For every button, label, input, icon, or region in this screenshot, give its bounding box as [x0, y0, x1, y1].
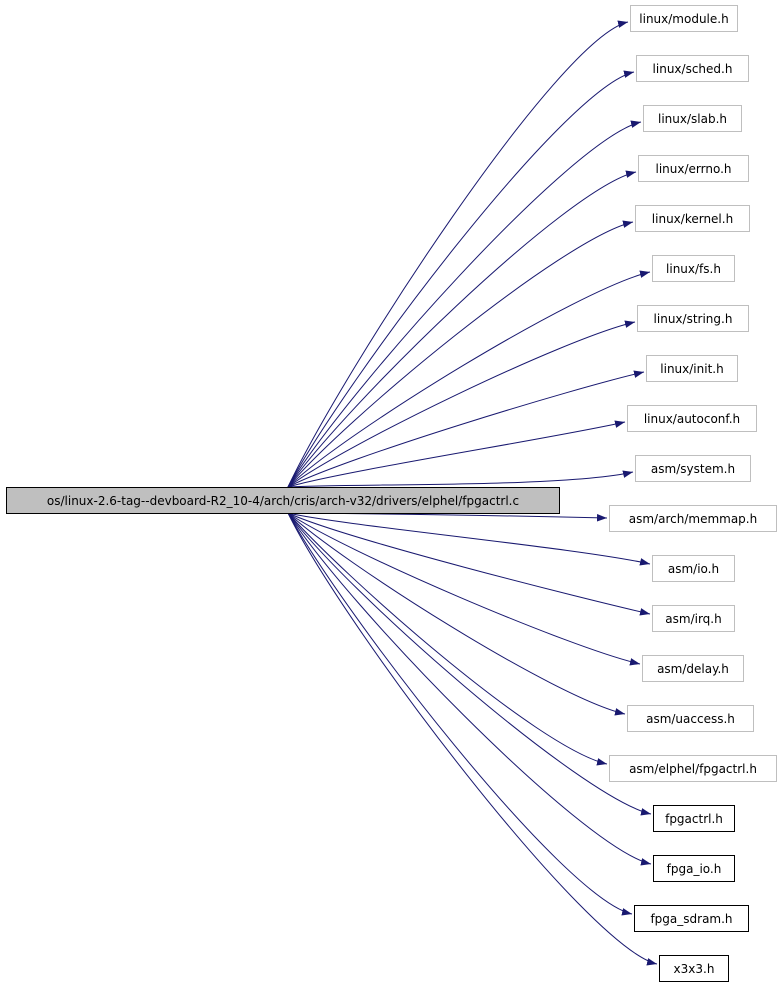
include-edge-fpga-io-h — [287, 512, 652, 866]
include-node-label: linux/slab.h — [658, 112, 727, 126]
include-edge-linux-autoconf-h — [287, 420, 626, 488]
include-node-asm-elphel-fpgactrl-h[interactable]: asm/elphel/fpgactrl.h — [609, 755, 777, 782]
include-node-label: linux/kernel.h — [652, 212, 733, 226]
source-file-label: os/linux-2.6-tag--devboard-R2_10-4/arch/… — [47, 494, 519, 508]
include-node-asm-io-h[interactable]: asm/io.h — [652, 555, 735, 582]
include-edge-linux-sched-h — [287, 70, 635, 488]
include-edge-linux-errno-h — [287, 170, 637, 488]
include-edge-fpga-sdram-h — [287, 512, 633, 916]
include-node-label: fpgactrl.h — [665, 812, 723, 826]
include-edge-linux-kernel-h — [287, 220, 634, 488]
include-node-box — [646, 355, 738, 382]
include-node-box — [630, 5, 738, 32]
include-node-linux-sched-h[interactable]: linux/sched.h — [636, 55, 749, 82]
include-edge-asm-delay-h — [287, 512, 641, 666]
include-node-asm-arch-memmap-h[interactable]: asm/arch/memmap.h — [609, 505, 777, 532]
include-node-box — [634, 905, 749, 932]
include-node-linux-fs-h[interactable]: linux/fs.h — [652, 255, 735, 282]
include-node-box — [659, 955, 729, 982]
include-node-label: x3x3.h — [674, 962, 715, 976]
include-node-label: asm/delay.h — [657, 662, 729, 676]
include-node-linux-errno-h[interactable]: linux/errno.h — [638, 155, 749, 182]
include-node-box — [609, 505, 777, 532]
include-node-box — [627, 705, 754, 732]
include-node-box — [638, 155, 749, 182]
include-node-label: fpga_sdram.h — [650, 912, 732, 926]
include-node-asm-irq-h[interactable]: asm/irq.h — [652, 605, 735, 632]
include-node-fpgactrl-h[interactable]: fpgactrl.h — [653, 805, 735, 832]
include-node-box — [653, 855, 735, 882]
include-node-box — [609, 755, 777, 782]
include-node-linux-string-h[interactable]: linux/string.h — [637, 305, 749, 332]
include-node-asm-delay-h[interactable]: asm/delay.h — [642, 655, 744, 682]
include-node-label: linux/string.h — [654, 312, 733, 326]
include-edge-linux-string-h — [287, 320, 636, 488]
include-node-linux-module-h[interactable]: linux/module.h — [630, 5, 738, 32]
include-edge-linux-module-h — [287, 20, 629, 488]
source-file-node[interactable]: os/linux-2.6-tag--devboard-R2_10-4/arch/… — [6, 487, 560, 514]
include-node-asm-system-h[interactable]: asm/system.h — [635, 455, 751, 482]
include-node-box — [642, 655, 744, 682]
include-edge-asm-system-h — [287, 470, 634, 488]
include-node-label: linux/sched.h — [653, 62, 733, 76]
include-node-box — [652, 555, 735, 582]
include-node-fpga-io-h[interactable]: fpga_io.h — [653, 855, 735, 882]
include-node-linux-slab-h[interactable]: linux/slab.h — [643, 105, 742, 132]
include-node-box — [636, 55, 749, 82]
include-node-label: asm/system.h — [651, 462, 735, 476]
include-node-label: asm/uaccess.h — [646, 712, 735, 726]
include-node-box — [635, 205, 750, 232]
include-edge-asm-elphel-fpgactrl-h — [287, 512, 608, 766]
include-edge-asm-io-h — [287, 512, 651, 566]
include-node-label: linux/module.h — [639, 12, 728, 26]
include-node-label: fpga_io.h — [667, 862, 722, 876]
include-edge-linux-fs-h — [287, 270, 651, 488]
include-edge-linux-init-h — [287, 370, 645, 488]
nodes: os/linux-2.6-tag--devboard-R2_10-4/arch/… — [6, 5, 777, 982]
include-edge-x3x3-h — [287, 512, 658, 966]
include-node-box — [653, 805, 735, 832]
include-node-label: linux/errno.h — [655, 162, 731, 176]
include-node-linux-autoconf-h[interactable]: linux/autoconf.h — [627, 405, 757, 432]
include-node-x3x3-h[interactable]: x3x3.h — [659, 955, 729, 982]
include-edge-asm-irq-h — [287, 512, 651, 616]
include-node-box — [637, 305, 749, 332]
include-node-box — [652, 605, 735, 632]
include-node-label: linux/autoconf.h — [644, 412, 740, 426]
include-node-box — [643, 105, 742, 132]
include-node-box — [635, 455, 751, 482]
include-node-fpga-sdram-h[interactable]: fpga_sdram.h — [634, 905, 749, 932]
include-node-label: asm/io.h — [668, 562, 719, 576]
include-node-label: linux/init.h — [660, 362, 723, 376]
include-node-box — [652, 255, 735, 282]
include-node-label: linux/fs.h — [666, 262, 721, 276]
include-edge-fpgactrl-h — [287, 512, 652, 816]
include-edge-linux-slab-h — [287, 120, 642, 488]
include-node-asm-uaccess-h[interactable]: asm/uaccess.h — [627, 705, 754, 732]
include-node-label: asm/elphel/fpgactrl.h — [629, 762, 757, 776]
include-node-box — [627, 405, 757, 432]
include-edge-asm-uaccess-h — [287, 512, 626, 716]
source-file-box — [6, 487, 560, 514]
include-node-linux-init-h[interactable]: linux/init.h — [646, 355, 738, 382]
include-node-linux-kernel-h[interactable]: linux/kernel.h — [635, 205, 750, 232]
include-node-label: asm/arch/memmap.h — [629, 512, 757, 526]
include-node-label: asm/irq.h — [665, 612, 721, 626]
